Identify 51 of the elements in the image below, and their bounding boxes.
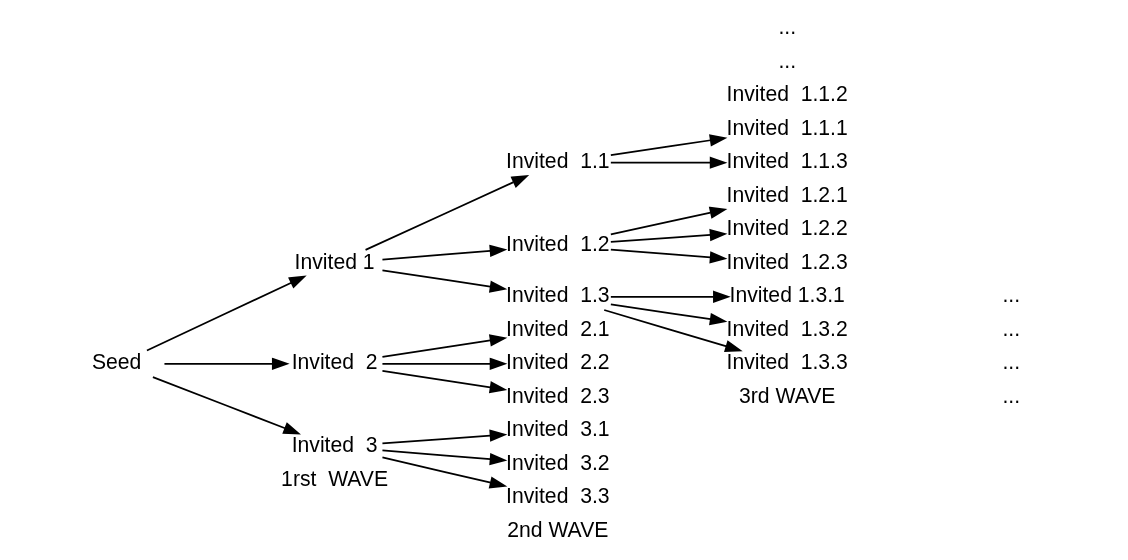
arrow	[152, 376, 301, 435]
arrow	[603, 309, 743, 353]
arrow	[609, 303, 728, 326]
label: ...	[778, 15, 797, 39]
arrow	[609, 290, 731, 303]
node-text: Invited 2.1	[506, 316, 610, 340]
node-text: Invited 1.2.2	[726, 216, 848, 240]
node-text: Invited 1.2.1	[726, 182, 848, 206]
arrow	[609, 228, 728, 243]
arrow	[381, 334, 508, 358]
label: 2nd WAVE	[507, 517, 609, 541]
node-text: Invited 1.3.2	[726, 316, 848, 340]
node-text: Invited 1.1.3	[726, 149, 848, 173]
label: ...	[1002, 350, 1021, 374]
node-text: Invited 2	[291, 350, 378, 374]
arrow	[381, 449, 508, 466]
node-text: Invited 2.3	[506, 383, 610, 407]
arrow	[381, 357, 508, 370]
label: 3rd WAVE	[739, 383, 836, 407]
arrow	[609, 248, 728, 264]
label: ...	[1002, 383, 1021, 407]
arrow	[163, 357, 290, 370]
label: ...	[1002, 283, 1021, 307]
arrow	[609, 156, 728, 169]
node-text: Invited 1.1.1	[726, 115, 848, 139]
node-text: Invited 3	[291, 433, 378, 457]
arrow	[381, 244, 508, 261]
label: ...	[778, 48, 797, 72]
node-text: Invited 1.3.3	[726, 350, 848, 374]
arrow	[609, 206, 728, 236]
label: ...	[1002, 316, 1021, 340]
arrow	[146, 275, 307, 352]
node-text: Invited 3.1	[506, 417, 610, 441]
node-text: Invited 1	[294, 249, 375, 273]
arrow	[609, 134, 728, 156]
node-text: Invited 3.3	[506, 484, 610, 508]
arrow	[381, 429, 508, 445]
node-text: Invited 1.3.1	[729, 283, 845, 307]
node-text: Invited 1.2	[506, 232, 610, 256]
node-text: Invited 1.3	[506, 283, 610, 307]
arrow	[381, 269, 508, 293]
node-text: Seed	[91, 350, 142, 374]
node-text: Invited 1.2.3	[726, 249, 848, 273]
node-text: Invited 2.2	[506, 350, 610, 374]
arrow	[381, 369, 508, 394]
arrow	[364, 174, 530, 251]
label: 1rst WAVE	[281, 466, 389, 490]
node-text: Invited 1.1	[506, 149, 610, 173]
arrow	[381, 456, 508, 489]
label: Invited 1.1.2	[726, 82, 848, 106]
node-text: Invited 3.2	[506, 450, 610, 474]
